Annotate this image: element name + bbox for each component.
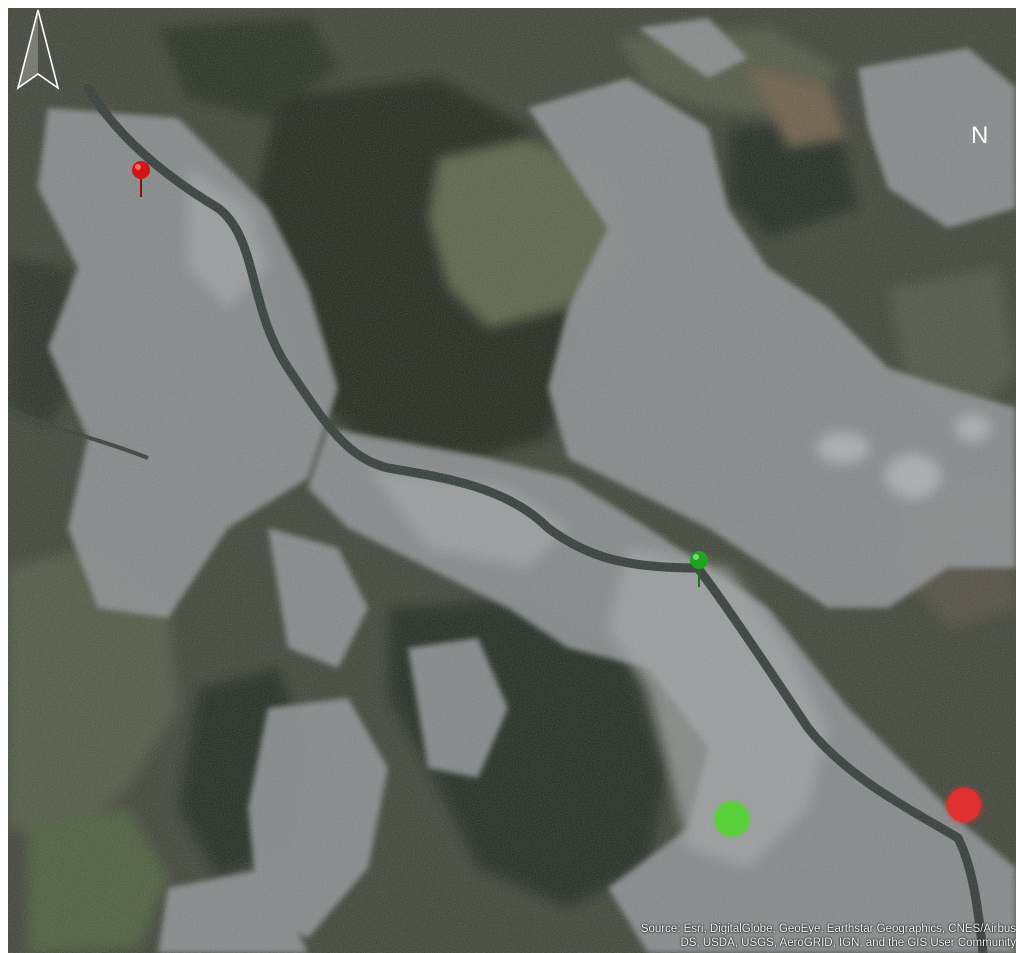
north-arrow-label: N [971, 122, 989, 149]
red-circle-icon[interactable] [947, 788, 981, 822]
attribution-line-1: Source: Esri, DigitalGlobe, GeoEye, Eart… [640, 923, 1016, 935]
map-frame[interactable]: N Source: Esri, DigitalGlobe, GeoEye, Ea… [8, 8, 1016, 953]
red-pin-icon[interactable] [130, 159, 152, 199]
green-circle-icon[interactable] [715, 802, 749, 836]
green-pin-icon[interactable] [688, 549, 710, 589]
attribution-line-2: DS, USDA, USGS, AeroGRID, IGN, and the G… [680, 937, 1016, 949]
map-attribution: Source: Esri, DigitalGlobe, GeoEye, Eart… [516, 922, 1016, 950]
satellite-basemap [8, 8, 1016, 953]
north-arrow-icon [16, 9, 60, 90]
